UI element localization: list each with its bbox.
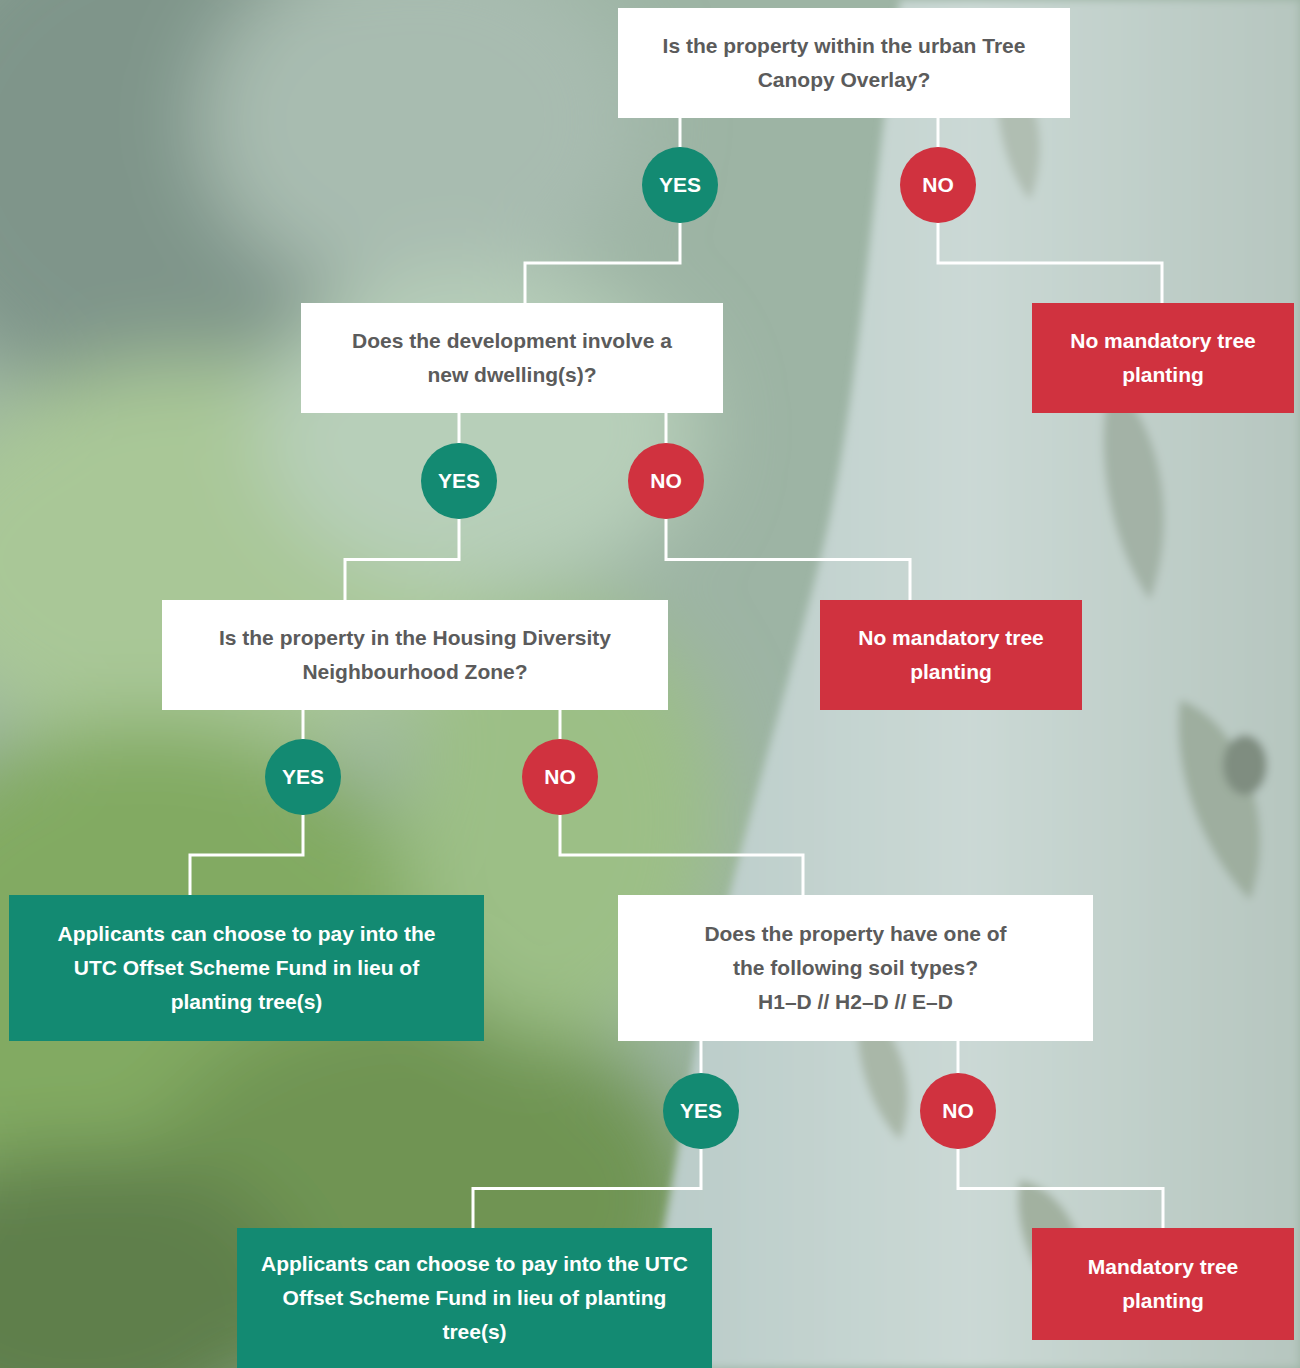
circle-shape: [663, 1073, 739, 1149]
circle-shape: [628, 443, 704, 519]
connector-line: [700, 1041, 703, 1073]
connector-line: [938, 223, 1162, 303]
answer-label: YES: [659, 168, 701, 202]
connector-line: [559, 710, 562, 739]
box-text: Applicants can choose to pay into the UT…: [47, 917, 447, 1019]
question-box: Does the development involve a new dwell…: [301, 303, 723, 413]
question-box: Is the property within the urban Tree Ca…: [618, 8, 1070, 118]
no-circle: NO: [900, 147, 976, 223]
connector-line: [666, 519, 910, 600]
no-circle: NO: [522, 739, 598, 815]
answer-label: YES: [680, 1094, 722, 1128]
question-box: Does the property have one of the follow…: [618, 895, 1093, 1041]
answer-label: NO: [922, 168, 954, 202]
outcome-box: No mandatory tree planting: [820, 600, 1082, 710]
connector-line: [302, 710, 305, 739]
circle-shape: [421, 443, 497, 519]
circle-shape: [522, 739, 598, 815]
circle-shape: [642, 147, 718, 223]
connector-line: [473, 1149, 701, 1228]
no-circle: NO: [628, 443, 704, 519]
outcome-box: Mandatory tree planting: [1032, 1228, 1294, 1340]
circle-shape: [920, 1073, 996, 1149]
answer-label: YES: [282, 760, 324, 794]
connector-line: [958, 1149, 1163, 1228]
box-text: Does the development involve a new dwell…: [342, 324, 682, 392]
question-box: Is the property in the Housing Diversity…: [162, 600, 668, 710]
answer-label: NO: [544, 760, 576, 794]
box-text: Does the property have one of the follow…: [696, 917, 1016, 985]
yes-circle: YES: [642, 147, 718, 223]
connector-line: [525, 223, 680, 303]
connector-line: [560, 815, 803, 895]
box-text: Is the property in the Housing Diversity…: [190, 621, 640, 689]
connector-line: [665, 413, 668, 443]
box-text: Is the property within the urban Tree Ca…: [654, 29, 1034, 97]
yes-circle: YES: [663, 1073, 739, 1149]
box-text: No mandatory tree planting: [1068, 324, 1258, 392]
connector-line: [190, 815, 303, 895]
connector-line: [937, 118, 940, 147]
box-text: H1–D // H2–D // E–D: [758, 985, 953, 1019]
connector-line: [458, 413, 461, 443]
no-circle: NO: [920, 1073, 996, 1149]
answer-label: NO: [650, 464, 682, 498]
offset-option-box: Applicants can choose to pay into the UT…: [9, 895, 484, 1041]
connector-line: [957, 1041, 960, 1073]
answer-label: YES: [438, 464, 480, 498]
outcome-box: No mandatory tree planting: [1032, 303, 1294, 413]
box-text: Applicants can choose to pay into the UT…: [260, 1247, 690, 1349]
connector-line: [679, 118, 682, 147]
yes-circle: YES: [265, 739, 341, 815]
connector-line: [345, 519, 459, 600]
circle-shape: [900, 147, 976, 223]
circle-shape: [265, 739, 341, 815]
offset-option-box: Applicants can choose to pay into the UT…: [237, 1228, 712, 1368]
yes-circle: YES: [421, 443, 497, 519]
box-text: No mandatory tree planting: [856, 621, 1046, 689]
answer-label: NO: [942, 1094, 974, 1128]
box-text: Mandatory tree planting: [1068, 1250, 1258, 1318]
